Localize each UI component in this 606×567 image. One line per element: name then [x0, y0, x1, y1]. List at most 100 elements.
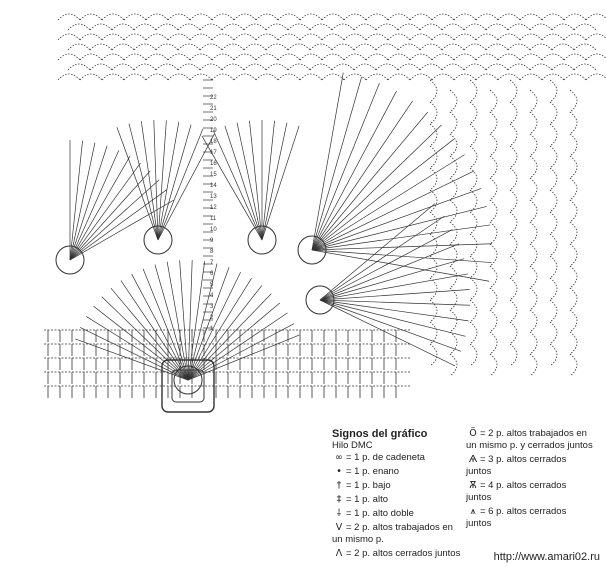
chain-arch	[111, 23, 135, 31]
chain-arch	[549, 211, 558, 235]
chain-arch	[489, 177, 498, 201]
chain-arch	[409, 13, 433, 21]
stitch-ray	[311, 111, 428, 251]
legend-items-right: Ö= 2 p. altos trabajados en un mismo p. …	[466, 428, 594, 530]
chain-arch	[449, 287, 458, 311]
chain-arch	[299, 33, 323, 41]
chain-arch	[549, 145, 558, 169]
stitch-ray	[140, 121, 159, 241]
chain-arch	[387, 13, 411, 21]
row-number: 6	[210, 271, 214, 277]
stitch-ray	[69, 142, 96, 261]
legend-item-text: = 2 p. altos cerrados juntos	[346, 548, 461, 559]
chain-arch	[569, 133, 578, 157]
chain-arch	[519, 33, 543, 41]
chain-arch	[509, 277, 518, 301]
chain-arch	[101, 73, 125, 81]
chain-arch	[299, 73, 323, 81]
stitch-ray	[187, 312, 288, 381]
stitch-ray	[319, 299, 455, 367]
chain-arch	[529, 331, 538, 355]
chain-arch	[585, 53, 606, 61]
chain-arch	[233, 53, 257, 61]
chain-arch	[509, 343, 518, 367]
stitch-ray	[157, 128, 204, 241]
legend-item: †= 1 p. bajo	[332, 480, 462, 492]
chain-arch	[529, 89, 538, 113]
chain-arch	[449, 353, 458, 377]
chain-arch	[409, 73, 433, 81]
two-together-icon: Λ	[335, 548, 343, 559]
chain-arch	[431, 73, 455, 81]
chain-arch	[145, 33, 169, 41]
chain-arch	[79, 73, 103, 81]
stitch-ray	[69, 162, 141, 261]
row-number: 15	[210, 172, 217, 178]
chain-arch	[449, 177, 458, 201]
chain-arch	[449, 89, 458, 113]
chain-arch	[519, 13, 543, 21]
chain-arch	[331, 23, 355, 31]
chain-arch	[321, 33, 345, 41]
chain-arch	[509, 79, 518, 103]
chain-arch	[167, 33, 191, 41]
chain-arch	[211, 33, 235, 41]
legend-item-text: = 2 p. altos trabajados en un mismo p. y…	[466, 428, 593, 451]
stitch-ray	[319, 215, 445, 301]
chain-arch	[287, 63, 311, 71]
chain-arch	[299, 53, 323, 61]
chain-arch	[211, 13, 235, 21]
chain-arch	[431, 33, 455, 41]
chain-arch	[549, 167, 558, 191]
chain-arch	[489, 265, 498, 289]
chain-arch	[167, 13, 191, 21]
chain-arch	[211, 73, 235, 81]
stitch-ray	[187, 271, 241, 381]
chain-arch	[549, 189, 558, 213]
legend-item-text: = 1 p. bajo	[346, 480, 391, 491]
row-number: 17	[210, 150, 217, 156]
row-number: 7	[210, 260, 214, 266]
chain-arch	[569, 177, 578, 201]
stitch-ray	[101, 296, 189, 381]
stitch-ray	[319, 299, 466, 337]
chain-arch	[243, 63, 267, 71]
chain-arch	[497, 73, 521, 81]
chain-arch	[519, 53, 543, 61]
chain-arch	[529, 155, 538, 179]
chain-arch	[529, 23, 553, 31]
stitch-ray	[153, 120, 159, 241]
stitch-ray	[236, 122, 263, 241]
chain-arch	[265, 23, 289, 31]
chain-arch	[529, 287, 538, 311]
chain-arch	[549, 79, 558, 103]
chain-arch	[277, 13, 301, 21]
stitch-ray	[131, 273, 189, 381]
legend-item: ⩚= 6 p. altos cerrados juntos	[466, 506, 594, 530]
chain-arch	[489, 221, 498, 245]
chain-arch	[429, 145, 438, 169]
stitch-ray	[79, 327, 189, 381]
chain-arch	[449, 309, 458, 333]
chain-arch	[497, 13, 521, 21]
chain-arch	[57, 33, 81, 41]
chain-arch	[155, 63, 179, 71]
chain-arch	[133, 23, 157, 31]
chain-arch	[549, 299, 558, 323]
chain-arch	[475, 53, 499, 61]
chain-arch	[449, 221, 458, 245]
stitch-ray	[157, 121, 180, 241]
chain-arch	[563, 73, 587, 81]
v-stitch-icon: V	[335, 522, 343, 533]
stitch-ray	[69, 189, 168, 261]
chain-arch	[449, 265, 458, 289]
stitch-ray	[187, 260, 193, 381]
stitch-ray	[69, 140, 83, 261]
fan-motifs	[55, 72, 492, 395]
chain-arch	[475, 73, 499, 81]
chain-arch	[549, 343, 558, 367]
chain-arch	[429, 123, 438, 147]
row-number: 16	[210, 161, 217, 167]
legend-item: Λ= 2 p. altos cerrados juntos	[332, 548, 462, 560]
